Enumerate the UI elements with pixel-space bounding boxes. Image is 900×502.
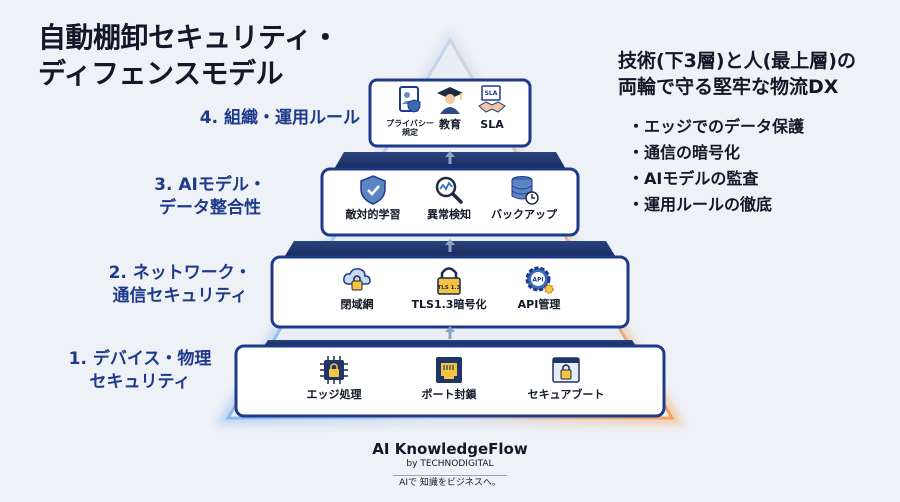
- card-api-label: API管理: [517, 298, 561, 311]
- handshake-icon: SLA: [478, 85, 506, 113]
- right-panel-bullets: エッジでのデータ保護 通信の暗号化 AIモデルの監査 運用ルールの徹底: [628, 114, 804, 218]
- card-tls: TLS 1.3 TLS1.3暗号化: [410, 264, 488, 322]
- api-badge: API: [532, 277, 543, 284]
- card-education-label: 教育: [439, 118, 461, 131]
- privacy-doc-icon: [399, 86, 421, 113]
- right-panel-title: 技術(下3層)と人(最上層)の 両輪で守る堅牢な物流DX: [618, 50, 856, 98]
- tls-lock-icon: TLS 1.3: [437, 267, 461, 295]
- card-secure-boot-label: セキュアブート: [527, 388, 605, 401]
- sla-badge: SLA: [485, 90, 498, 97]
- bullet-item: エッジでのデータ保護: [628, 114, 804, 140]
- layer-2-label: 2. ネットワーク・ 通信セキュリティ: [108, 263, 252, 306]
- card-port-label: ポート封鎖: [421, 388, 477, 401]
- brand-block: AI KnowledgeFlow by TECHNODIGITAL AIで 知識…: [350, 440, 550, 490]
- layer-4-label: 4. 組織・運用ルール: [199, 108, 360, 128]
- card-secure-boot: セキュアブート: [527, 354, 605, 412]
- page-title-line1: 自動棚卸セキュリティ・: [38, 21, 339, 54]
- card-api: API API管理: [500, 264, 578, 322]
- graduate-icon: [437, 87, 463, 114]
- card-backup: バックアップ: [485, 174, 563, 232]
- card-closed-network: 閉域網: [318, 264, 396, 322]
- page-title: 自動棚卸セキュリティ・ ディフェンスモデル: [38, 20, 339, 92]
- bullet-item: 通信の暗号化: [628, 140, 804, 166]
- magnifier-icon: [435, 176, 463, 204]
- bullet-item: AIモデルの監査: [628, 166, 804, 192]
- card-anomaly-label: 異常検知: [427, 208, 471, 221]
- up-arrow-icons: [445, 151, 455, 339]
- database-icon: [511, 176, 539, 205]
- card-privacy: プライバシー 規定: [371, 84, 449, 142]
- brand-name: AI KnowledgeFlow: [372, 440, 528, 458]
- cloud-lock-icon: [343, 268, 371, 291]
- card-edge: エッジ処理: [295, 354, 373, 412]
- card-tls-label: TLS1.3暗号化: [411, 298, 487, 311]
- shield-icon: [360, 175, 386, 205]
- card-port: ポート封鎖: [410, 354, 488, 412]
- chip-lock-icon: [320, 356, 348, 384]
- card-adversarial: 敵対的学習: [334, 174, 412, 232]
- page-title-line2: ディフェンスモデル: [38, 57, 283, 90]
- card-privacy-label: プライバシー 規定: [386, 119, 434, 137]
- layer-1-label: 1. デバイス・物理 セキュリティ: [68, 349, 212, 392]
- layer-3-label: 3. AIモデル・ データ整合性: [154, 175, 266, 218]
- card-backup-label: バックアップ: [491, 208, 557, 221]
- port-icon: [436, 357, 462, 383]
- brand-by: by TECHNODIGITAL: [406, 459, 494, 469]
- card-anomaly: 異常検知: [410, 174, 488, 232]
- card-adversarial-label: 敵対的学習: [345, 208, 401, 221]
- tls-badge: TLS 1.3: [438, 285, 461, 291]
- card-education: 教育: [411, 84, 489, 142]
- bullet-item: 運用ルールの徹底: [628, 192, 804, 218]
- api-gear-icon: API: [525, 266, 554, 294]
- card-sla: SLA SLA: [453, 84, 531, 142]
- card-closed-network-label: 閉域網: [340, 298, 374, 311]
- brand-tagline: AIで 知識をビジネスへ。: [393, 475, 507, 490]
- card-sla-label: SLA: [480, 118, 504, 131]
- card-edge-label: エッジ処理: [306, 388, 362, 401]
- secure-boot-icon: [552, 357, 580, 383]
